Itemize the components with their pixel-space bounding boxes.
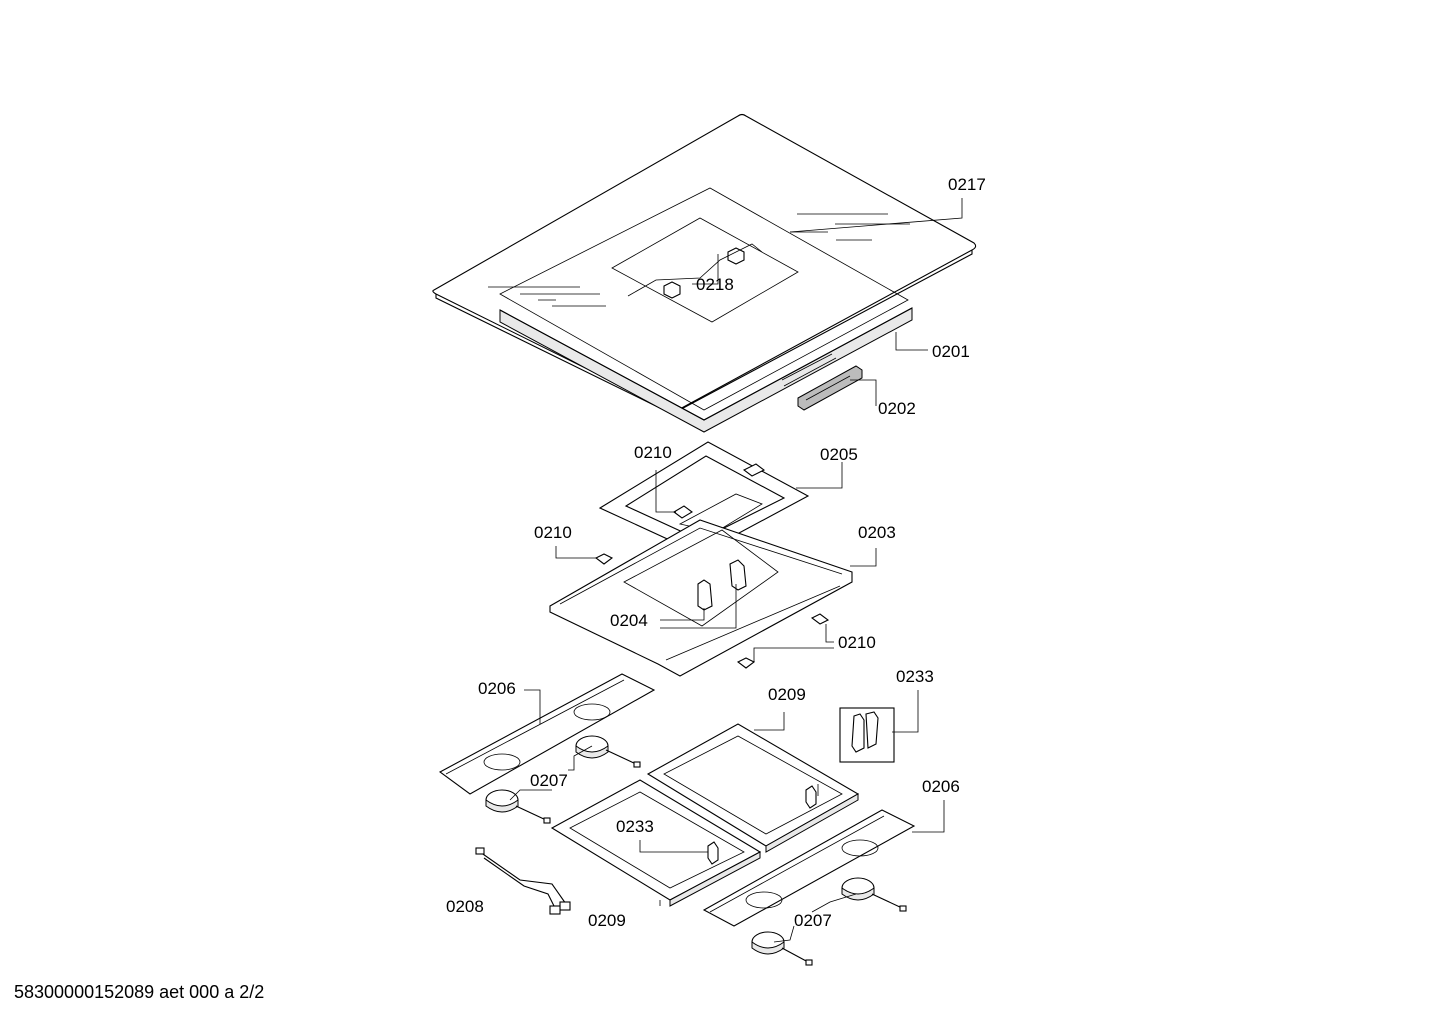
hob-body-0201[interactable] — [499, 307, 913, 433]
callout-0207-right: 0207 — [794, 911, 832, 930]
callout-0205: 0205 — [820, 445, 858, 464]
callout-0210-right: 0210 — [838, 633, 876, 652]
control-module-0202[interactable] — [781, 353, 863, 411]
callout-0203: 0203 — [858, 523, 896, 542]
glass-top-plate-0217[interactable] — [432, 113, 977, 415]
callout-0204: 0204 — [610, 611, 648, 630]
pad-0210-right[interactable] — [810, 613, 830, 625]
callout-0209-top: 0209 — [768, 685, 806, 704]
callout-0206-left: 0206 — [478, 679, 516, 698]
callout-0233-right: 0233 — [896, 667, 934, 686]
cable-harness-0208[interactable] — [475, 847, 571, 915]
callout-0201: 0201 — [932, 342, 970, 361]
knob-0207-right-b[interactable] — [751, 931, 813, 966]
frame-0205[interactable] — [598, 441, 810, 555]
callout-0210-left: 0210 — [534, 523, 572, 542]
lower-tray-0203[interactable] — [549, 519, 853, 677]
knob-0207-left-a[interactable] — [575, 735, 641, 768]
holder-0233-detail[interactable] — [839, 707, 895, 763]
callout-0209-bottom: 0209 — [588, 911, 626, 930]
pad-0210-left[interactable] — [594, 553, 614, 565]
knob-0207-left-b[interactable] — [485, 789, 551, 824]
pad-0210-bottom[interactable] — [736, 657, 756, 669]
callout-0202: 0202 — [878, 399, 916, 418]
callout-0206-right: 0206 — [922, 777, 960, 796]
callout-0217: 0217 — [948, 175, 986, 194]
callout-0207-left: 0207 — [530, 771, 568, 790]
callout-0210-top: 0210 — [634, 443, 672, 462]
trim-frame-0209-bottom[interactable] — [550, 779, 762, 907]
leader-lines — [509, 198, 963, 943]
trim-frame-0209-top[interactable] — [646, 723, 860, 853]
callout-0218: 0218 — [696, 275, 734, 294]
panel-0206-right[interactable] — [702, 809, 916, 927]
callout-0233-mid: 0233 — [616, 817, 654, 836]
clip-0218[interactable] — [627, 243, 763, 299]
knob-0207-right-a[interactable] — [841, 877, 907, 912]
document-id: 58300000152089 aet 000 a 2/2 — [14, 982, 264, 1002]
callout-0208: 0208 — [446, 897, 484, 916]
holder-0233-top-frame[interactable] — [805, 785, 817, 809]
panel-0206-left[interactable] — [438, 673, 656, 795]
holder-0233-mid[interactable] — [707, 841, 719, 865]
